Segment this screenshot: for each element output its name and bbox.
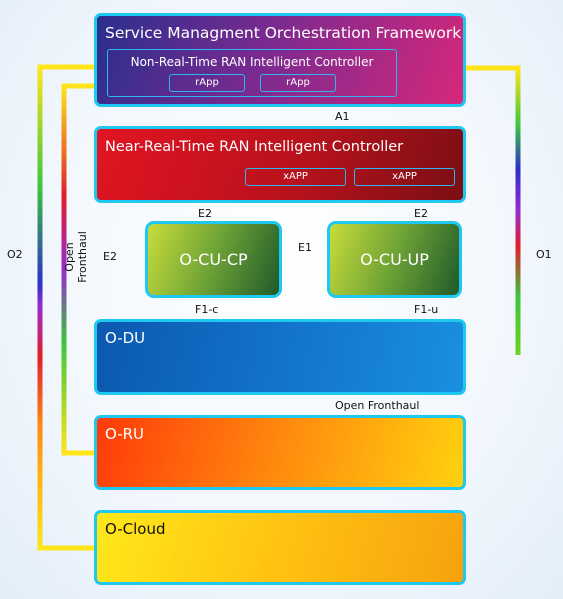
o-cu-up-title: O-CU-UP bbox=[360, 250, 429, 269]
o-du-box: O-DU bbox=[94, 319, 466, 395]
open-fronthaul-label: Open Fronthaul bbox=[335, 399, 420, 412]
o-ru-box: O-RU bbox=[94, 415, 466, 490]
f1c-label: F1-c bbox=[195, 303, 219, 316]
o-cu-cp-box: O-CU-CP bbox=[145, 221, 282, 298]
smo-box: Service Managment Orchestration Framewor… bbox=[94, 13, 466, 107]
e2-cp-label: E2 bbox=[198, 207, 212, 220]
e2-up-label: E2 bbox=[414, 207, 428, 220]
o-cu-up-box: O-CU-UP bbox=[327, 221, 462, 298]
o2-label: O2 bbox=[7, 248, 23, 261]
rapp-1: rApp bbox=[169, 74, 245, 92]
o2-line bbox=[37, 64, 96, 551]
non-rt-ric-box: Non-Real-Time RAN Intelligent Controller… bbox=[107, 49, 397, 97]
o-cu-cp-title: O-CU-CP bbox=[179, 250, 248, 269]
near-rt-ric-title: Near-Real-Time RAN Intelligent Controlle… bbox=[105, 139, 404, 155]
xapp-2: xAPP bbox=[354, 168, 455, 186]
o1-label: O1 bbox=[536, 248, 552, 261]
smo-title: Service Managment Orchestration Framewor… bbox=[105, 24, 462, 42]
near-rt-ric-box: Near-Real-Time RAN Intelligent Controlle… bbox=[94, 126, 466, 203]
e1-label: E1 bbox=[298, 241, 312, 254]
rapp-2: rApp bbox=[260, 74, 336, 92]
open-fronthaul-vertical-line bbox=[61, 83, 96, 456]
non-rt-ric-title: Non-Real-Time RAN Intelligent Controller bbox=[130, 55, 374, 69]
open-fronthaul-vertical-label: Open Fronthaul bbox=[63, 231, 89, 283]
o-du-title: O-DU bbox=[105, 329, 146, 347]
f1u-label: F1-u bbox=[414, 303, 439, 316]
e2-left-label: E2 bbox=[103, 250, 117, 263]
xapp-1: xAPP bbox=[245, 168, 346, 186]
o-ru-title: O-RU bbox=[105, 425, 145, 443]
o-cloud-box: O-Cloud bbox=[94, 510, 466, 585]
a1-label: A1 bbox=[335, 110, 350, 123]
o-cloud-title: O-Cloud bbox=[105, 520, 166, 538]
o1-line bbox=[465, 65, 521, 355]
